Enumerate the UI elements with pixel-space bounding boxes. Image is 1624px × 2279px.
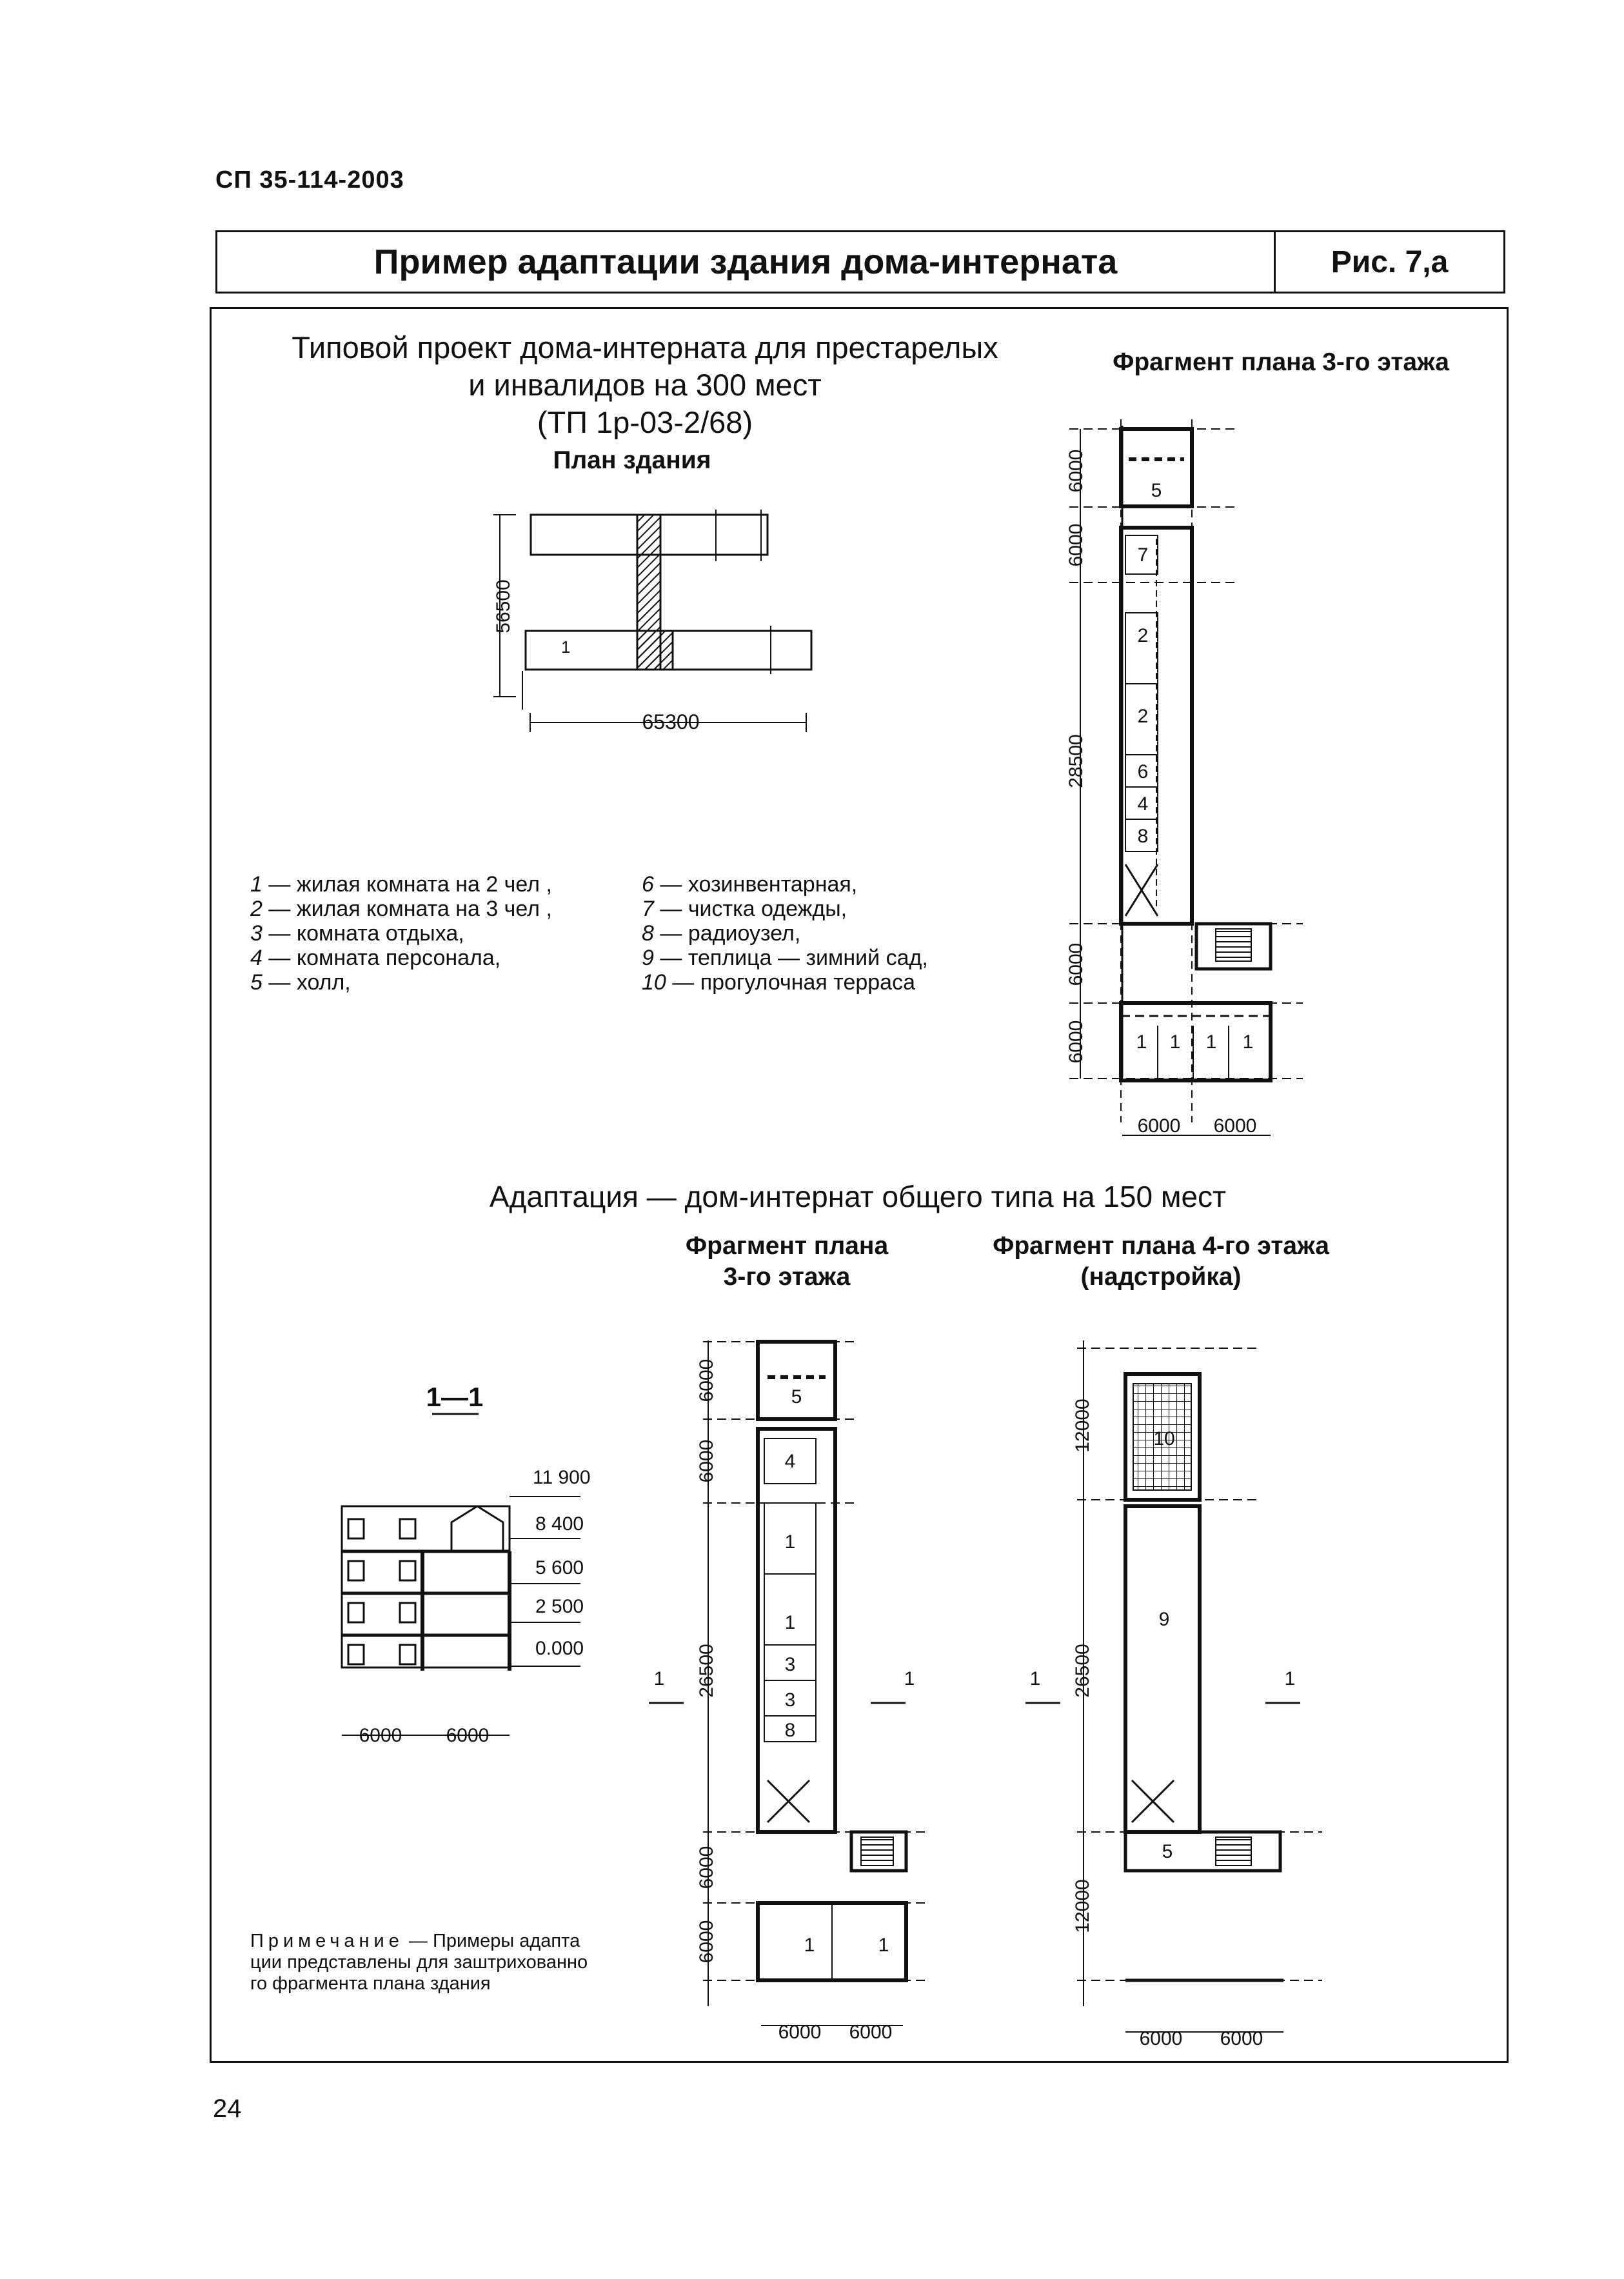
frag3-room: 1 — [785, 1531, 796, 1553]
ftop-room: 8 — [1138, 826, 1149, 847]
frag4-cut-label: 1 — [1285, 1668, 1296, 1689]
adaptation-title: Адаптация — дом-интернат общего типа на … — [489, 1180, 1227, 1213]
frag3-title: Фрагмент плана 3-го этажа — [685, 1232, 889, 1291]
frag4-bottom-dim: 6000 — [1220, 2028, 1263, 2049]
document-code: СП 35-114-2003 — [215, 166, 404, 194]
ftop-dim-2: 6000 — [1065, 524, 1087, 567]
frag4-bottom-dim: 6000 — [1140, 2028, 1183, 2049]
frag4-room: 5 — [1162, 1841, 1173, 1862]
section-bottom-dim: 6000 — [446, 1725, 490, 1746]
ftop-dim-b2: 6000 — [1214, 1115, 1257, 1137]
legend-item: 8 — радиоузел, — [642, 921, 801, 946]
legend-item: 1 — жилая комната на 2 чел , — [250, 872, 552, 897]
section-level: 11 900 — [533, 1467, 591, 1488]
frag3-dim: 6000 — [696, 1440, 717, 1483]
ftop-dim-1: 6000 — [1065, 450, 1087, 493]
section-bottom-dim: 6000 — [359, 1725, 402, 1746]
frag4-room: 9 — [1159, 1609, 1170, 1630]
ftop-room: 1 — [1206, 1031, 1217, 1053]
frag3-cut-label: 1 — [904, 1668, 915, 1689]
section-drawing — [341, 1496, 580, 1736]
section-level: 5 600 — [535, 1557, 584, 1578]
legend-item: 3 — комната отдыха, — [250, 921, 464, 946]
page-number: 24 — [213, 2095, 242, 2123]
section-label: 1—1 — [426, 1382, 484, 1412]
typical-project-line-2: и инвалидов на 300 мест — [468, 368, 822, 402]
legend-right: 6 — хозинвентарная, 7 — чистка одежды, 8… — [642, 872, 1055, 995]
ftop-room: 7 — [1138, 544, 1149, 566]
legend-item: 9 — теплица — зимний сад, — [642, 946, 928, 970]
frag3-room: 3 — [785, 1689, 796, 1711]
ftop-room: 2 — [1138, 625, 1149, 646]
plan-dim-width: 65300 — [642, 710, 700, 733]
frag3-room: 8 — [785, 1720, 796, 1741]
frag3-room: 4 — [785, 1451, 796, 1472]
plan-room-label: 1 — [561, 637, 570, 657]
legend-item: 10 — прогулочная терраса — [642, 970, 915, 995]
figure-label: Рис. 7,а — [1331, 244, 1449, 279]
typical-project-line-1: Типовой проект дома-интерната для преста… — [292, 330, 998, 364]
legend-left: 1 — жилая комната на 2 чел , 2 — жилая к… — [250, 872, 637, 995]
figure-title: Пример адаптации здания дома-интерната — [217, 232, 1276, 292]
ftop-room: 4 — [1138, 793, 1149, 815]
ftop-dim-5: 6000 — [1065, 943, 1087, 986]
frag3-dim: 6000 — [696, 1920, 717, 1964]
ftop-room: 5 — [1151, 480, 1162, 501]
frag3-room: 3 — [785, 1654, 796, 1675]
frag3-room: 1 — [878, 1935, 889, 1956]
typical-project-line-3: (ТП 1р-03-2/68) — [537, 405, 753, 439]
ftop-room: 2 — [1138, 706, 1149, 727]
frag3-bottom-dim: 6000 — [849, 2022, 893, 2043]
legend-item: 2 — жилая комната на 3 чел , — [250, 897, 552, 921]
note: Примечание — Примеры адапта ции представ… — [250, 1931, 588, 1994]
figure-frame — [210, 307, 1509, 2063]
frag3-dim: 6000 — [696, 1359, 717, 1402]
ftop-room: 1 — [1136, 1031, 1147, 1053]
frag4-cut-label: 1 — [1030, 1668, 1041, 1689]
legend-item: 5 — холл, — [250, 970, 351, 995]
frag4-dim: 12000 — [1072, 1398, 1093, 1452]
frag3-room: 1 — [804, 1935, 815, 1956]
frag3-room: 5 — [791, 1386, 802, 1408]
frag3-room: 1 — [785, 1612, 796, 1633]
ftop-room: 1 — [1243, 1031, 1254, 1053]
frag4-dim: 12000 — [1072, 1879, 1093, 1933]
fragment-top-title: Фрагмент плана 3-го этажа — [1113, 348, 1449, 376]
building-plan — [493, 510, 813, 732]
figure-header: Пример адаптации здания дома-интерната Р… — [215, 230, 1505, 294]
ftop-room: 1 — [1170, 1031, 1181, 1053]
fragment-top-plan — [1069, 419, 1303, 1136]
frag4-room: 10 — [1153, 1428, 1174, 1449]
frag3-dim: 26500 — [696, 1644, 717, 1697]
ftop-dim-6: 6000 — [1065, 1020, 1087, 1064]
legend-item: 4 — комната персонала, — [250, 946, 501, 970]
frag3-dim: 6000 — [696, 1846, 717, 1889]
section-level: 0.000 — [535, 1638, 584, 1659]
legend-item: 7 — чистка одежды, — [642, 897, 847, 921]
plan-title: План здания — [553, 446, 711, 474]
section-level: 8 400 — [535, 1513, 584, 1535]
frag3-plan — [649, 1340, 929, 2026]
section-level: 2 500 — [535, 1596, 584, 1617]
ftop-dim-4: 28500 — [1065, 734, 1087, 788]
ftop-dim-b1: 6000 — [1138, 1115, 1181, 1137]
frag4-plan — [1025, 1340, 1322, 2033]
frag4-title: Фрагмент плана 4-го этажа (надстройка) — [993, 1232, 1329, 1291]
typical-project-title: Типовой проект дома-интерната для преста… — [232, 329, 1058, 441]
legend-item: 6 — хозинвентарная, — [642, 872, 858, 897]
frag4-dim: 26500 — [1072, 1644, 1093, 1697]
plan-dim-height: 56500 — [493, 579, 514, 633]
ftop-room: 6 — [1138, 761, 1149, 782]
frag3-bottom-dim: 6000 — [778, 2022, 822, 2043]
frag3-cut-label: 1 — [654, 1668, 665, 1689]
